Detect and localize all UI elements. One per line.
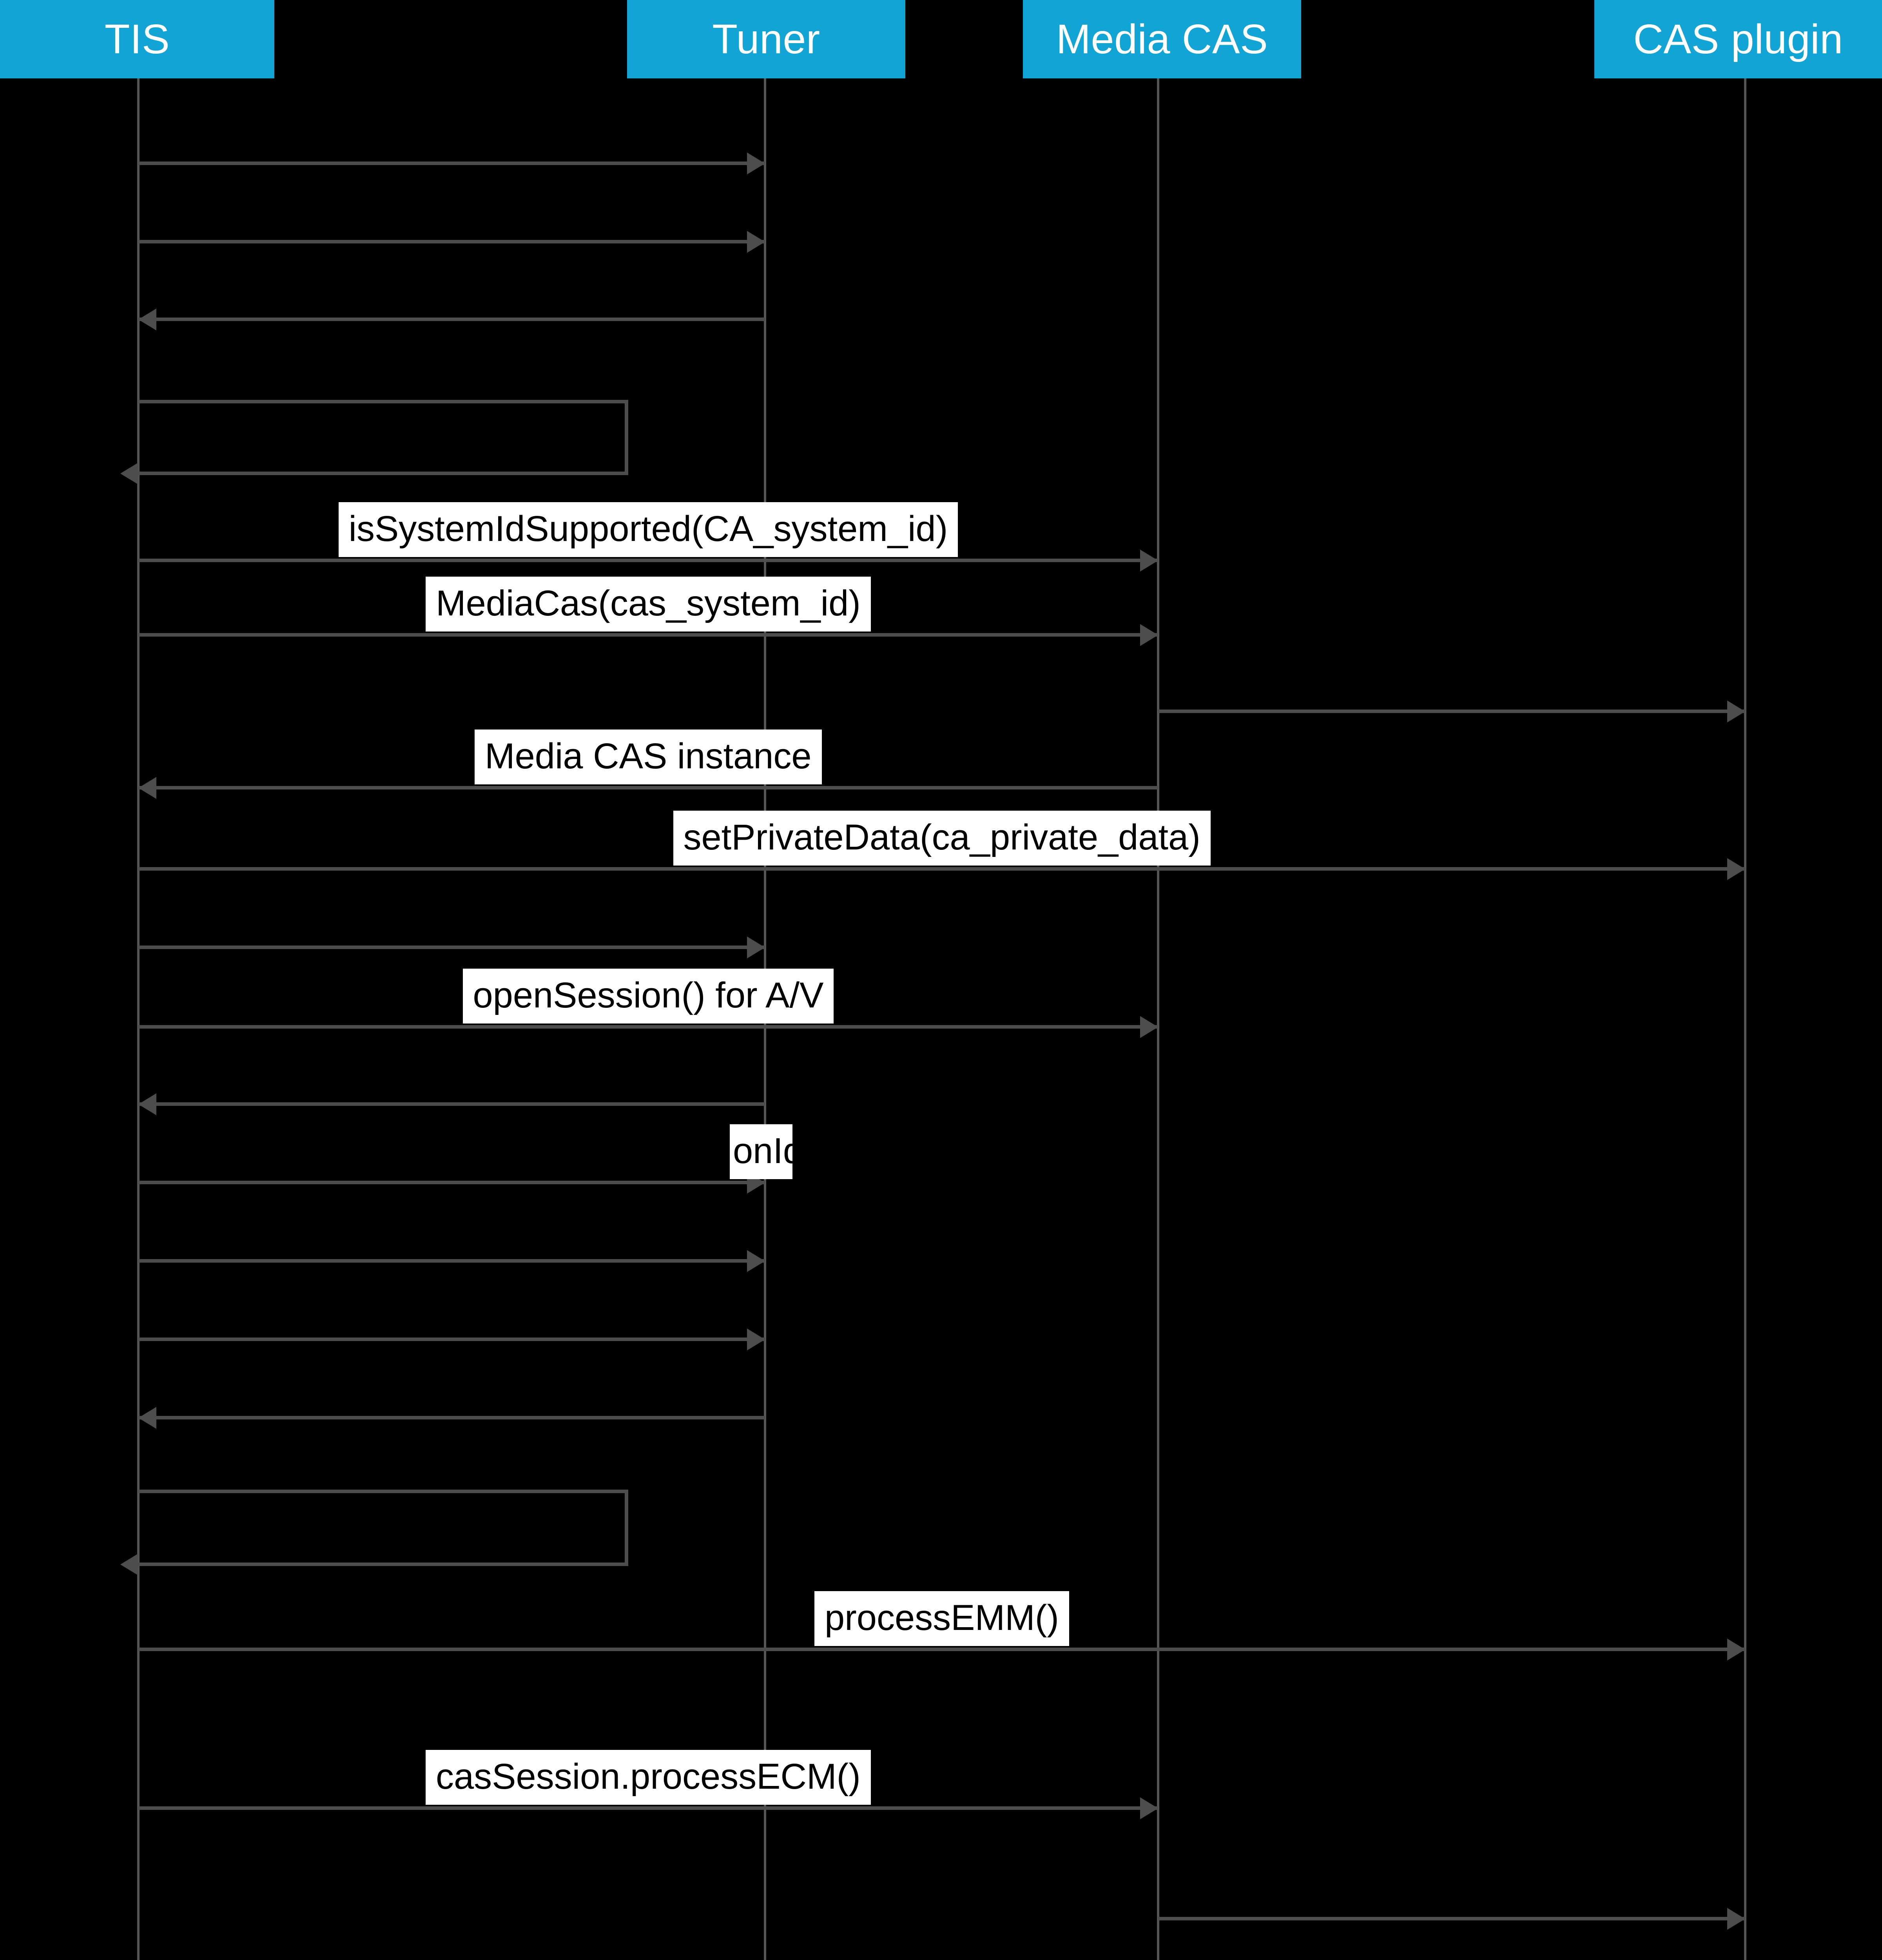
arrowhead-right (1727, 858, 1745, 880)
arrowhead-left (120, 463, 138, 485)
arrowhead-right (1727, 1907, 1745, 1930)
message-line (138, 633, 1158, 637)
lifeline-mediacas (1157, 78, 1159, 1960)
participant-header-tuner: Tuner (627, 0, 905, 78)
arrowhead-left (138, 777, 156, 799)
message-line (138, 559, 1158, 562)
message-line (138, 1338, 765, 1341)
participant-header-mediacas: Media CAS (1023, 0, 1301, 78)
self-message-loop (138, 400, 628, 475)
arrowhead-right (1140, 1797, 1158, 1819)
message-label: openSession() for A/V (462, 969, 834, 1024)
arrowhead-right (1140, 549, 1158, 572)
arrowhead-right (747, 152, 765, 174)
message-label: MediaCas(cas_system_id) (426, 577, 871, 632)
arrowhead-right (747, 1328, 765, 1350)
lifeline-tis (137, 78, 140, 1960)
arrowhead-right (1727, 700, 1745, 722)
participant-label-mediacas: Media CAS (1056, 16, 1268, 62)
arrowhead-right (1140, 624, 1158, 646)
message-label: processEMM() (814, 1591, 1070, 1646)
arrowhead-right (747, 936, 765, 958)
message-label: casSession.processECM() (426, 1750, 871, 1805)
message-line (138, 1025, 1158, 1029)
message-line (138, 1181, 765, 1184)
message-line (138, 1259, 765, 1263)
message-line (1158, 1917, 1745, 1920)
arrowhead-right (747, 1250, 765, 1272)
arrowhead-left (138, 308, 156, 330)
message-line (138, 240, 765, 243)
arrowhead-left (138, 1406, 156, 1429)
message-label: onId (730, 1124, 792, 1179)
message-line (138, 867, 1745, 871)
arrowhead-left (120, 1553, 138, 1575)
message-line (138, 1648, 1745, 1651)
message-label: isSystemIdSupported(CA_system_id) (338, 502, 958, 557)
message-line (138, 946, 765, 949)
self-message-loop (138, 1490, 628, 1566)
lifeline-casplugin (1744, 78, 1746, 1960)
message-line (138, 162, 765, 165)
participant-header-tis: TIS (0, 0, 274, 78)
arrowhead-right (1727, 1638, 1745, 1661)
arrowhead-left (138, 1093, 156, 1115)
message-line (1158, 710, 1745, 713)
message-line (138, 786, 1158, 789)
message-line (138, 1806, 1158, 1810)
message-line (138, 1102, 765, 1106)
message-line (138, 1416, 765, 1419)
message-label: Media CAS instance (475, 730, 822, 784)
arrowhead-right (747, 230, 765, 253)
message-line (138, 318, 765, 321)
participant-header-casplugin: CAS plugin (1594, 0, 1882, 78)
message-label: setPrivateData(ca_private_data) (673, 811, 1211, 866)
participant-label-casplugin: CAS plugin (1633, 16, 1843, 62)
participant-label-tuner: Tuner (712, 16, 820, 62)
participant-label-tis: TIS (104, 16, 170, 62)
arrowhead-right (1140, 1016, 1158, 1038)
